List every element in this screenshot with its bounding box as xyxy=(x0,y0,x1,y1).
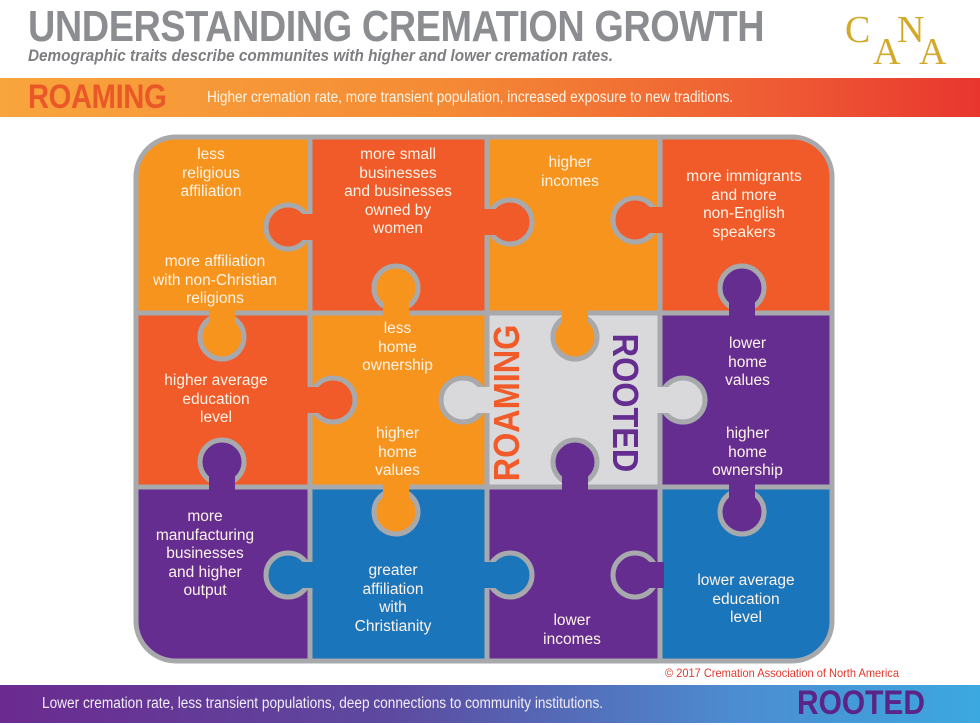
trait-higher-home-values: higher home values xyxy=(375,425,420,479)
logo-letter: C xyxy=(845,9,871,51)
logo-letter: A xyxy=(873,31,901,73)
rooted-banner: Lower cremation rate, less transient pop… xyxy=(0,684,980,723)
roaming-banner-description: Higher cremation rate, more transient po… xyxy=(207,89,734,106)
trait-higher-incomes: higher incomes xyxy=(541,154,599,190)
page-subtitle: Demographic traits describe communites w… xyxy=(28,46,613,65)
center-roaming-label: ROAMING xyxy=(486,324,527,482)
trait-higher-home-ownership: higher home ownership xyxy=(712,425,783,479)
trait-christianity: greater affiliation with Christianity xyxy=(354,562,432,635)
roaming-banner-label: ROAMING xyxy=(28,78,167,116)
trait-less-religious-affiliation: less religious affiliation xyxy=(180,146,242,200)
trait-immigrants: more immigrants and more non-English spe… xyxy=(686,168,802,241)
trait-non-christian-affiliation: more affiliation with non-Christian reli… xyxy=(152,253,278,307)
logo-letter: N xyxy=(897,9,925,51)
center-rooted-label: ROOTED xyxy=(605,333,646,473)
trait-lower-incomes: lower incomes xyxy=(543,612,601,648)
cana-logo: C A N A xyxy=(845,8,955,73)
trait-small-businesses: more small businesses and businesses own… xyxy=(344,146,452,237)
trait-lower-education: lower average education level xyxy=(697,572,795,626)
rooted-banner-description: Lower cremation rate, less transient pop… xyxy=(42,695,604,712)
trait-lower-home-values: lower home values xyxy=(725,335,770,389)
trait-less-home-ownership: less home ownership xyxy=(362,320,433,374)
logo-letter: A xyxy=(919,31,947,73)
trait-higher-education: higher average education level xyxy=(164,372,268,426)
trait-manufacturing: more manufacturing businesses and higher… xyxy=(155,508,255,599)
roaming-banner: ROAMING Higher cremation rate, more tran… xyxy=(0,78,980,117)
page-title: UNDERSTANDING CREMATION GROWTH xyxy=(28,2,765,51)
rooted-banner-label: ROOTED xyxy=(797,684,925,722)
copyright-notice: © 2017 Cremation Association of North Am… xyxy=(665,666,899,680)
